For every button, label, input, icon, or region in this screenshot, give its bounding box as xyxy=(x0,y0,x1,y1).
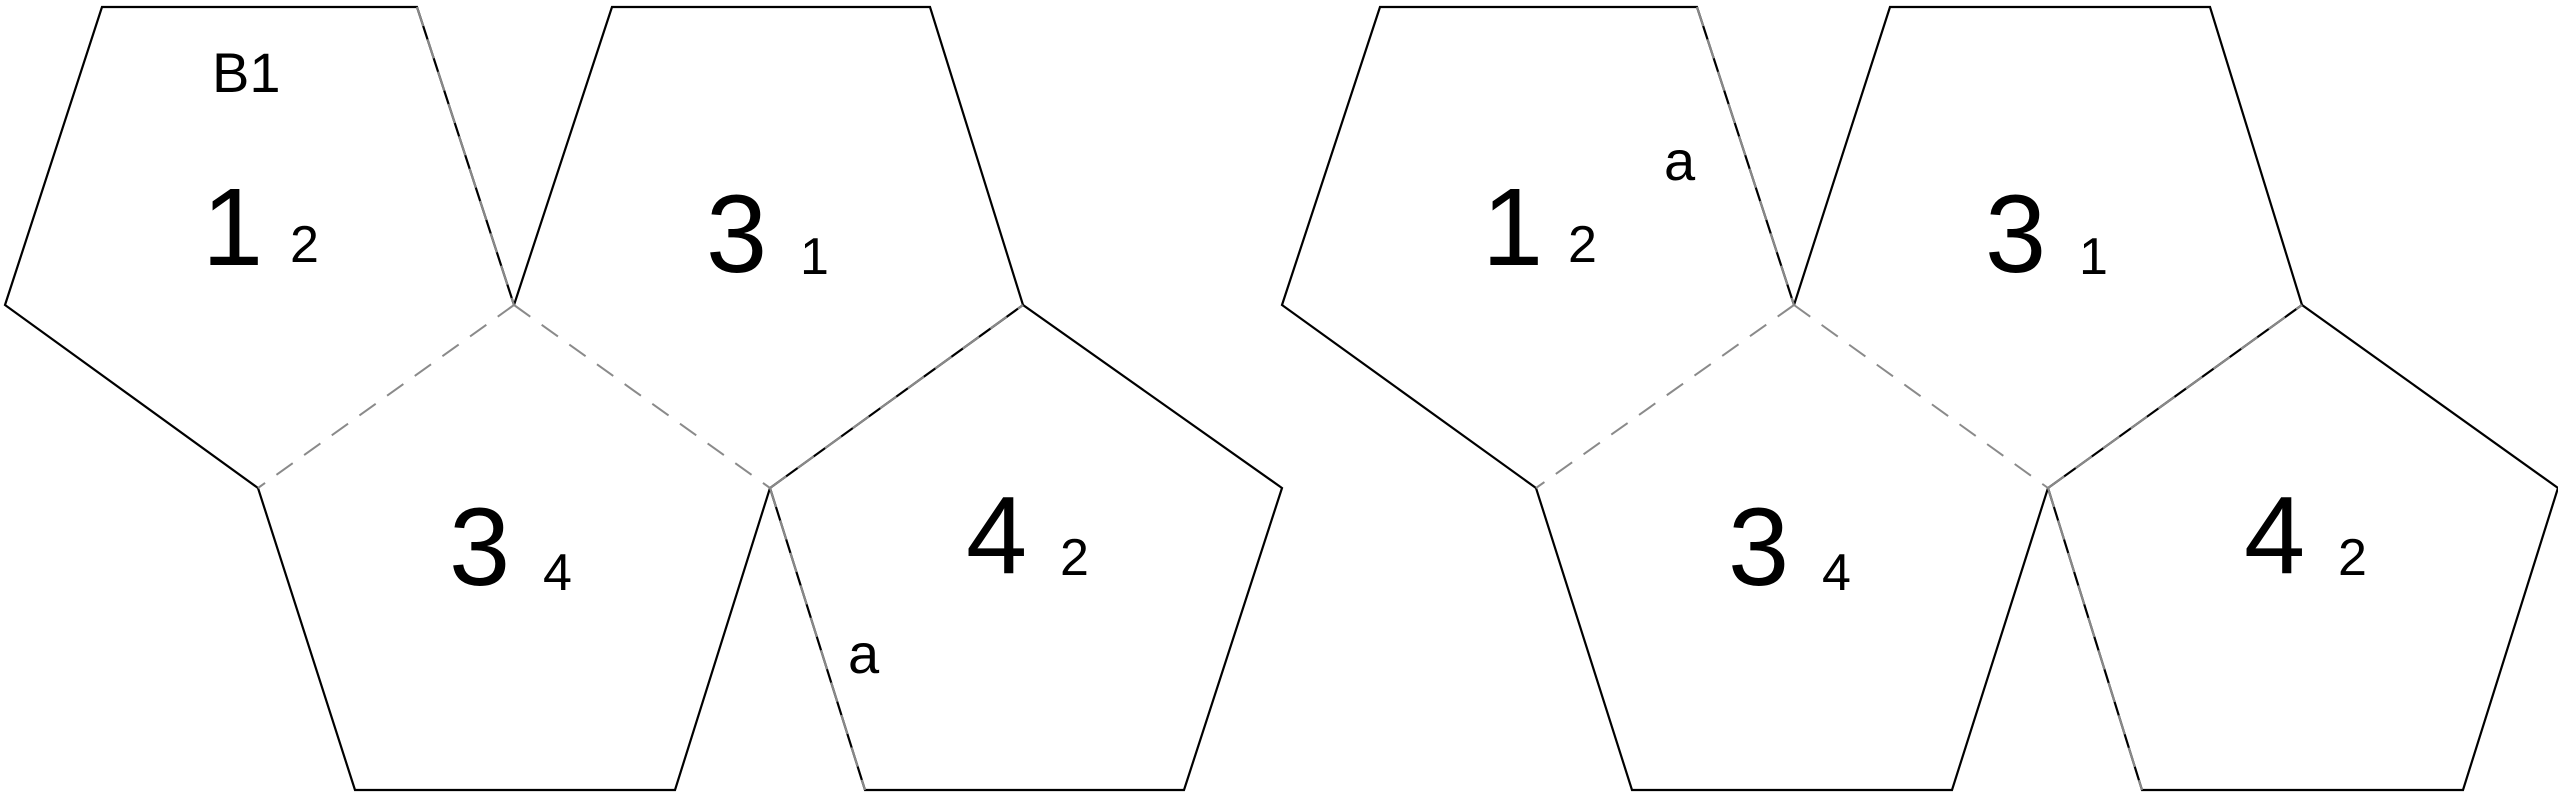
face-1-sub: 2 xyxy=(290,216,319,274)
face-3-main: 3 xyxy=(1728,486,1789,609)
face-1-main: 1 xyxy=(202,166,263,289)
net-left: B1 1 2 3 1 3 4 4 2 a xyxy=(3,5,1284,792)
face-2-main: 3 xyxy=(1985,173,2046,296)
net-right-outline xyxy=(1280,5,2558,792)
net-left-fold xyxy=(769,487,866,791)
face-4-main: 4 xyxy=(966,474,1027,597)
edge-marker: a xyxy=(1664,129,1696,192)
net-left-outline xyxy=(3,5,1284,792)
face-1-main: 1 xyxy=(1482,166,1543,289)
face-4-main: 4 xyxy=(2244,474,2305,597)
net-right-fold xyxy=(1696,6,1795,306)
net-left-outline-right xyxy=(512,5,1025,306)
face-4-sub: 2 xyxy=(2338,529,2367,587)
net-right-fold xyxy=(2047,487,2143,791)
face-2-main: 3 xyxy=(706,173,767,296)
net-left-fold xyxy=(416,6,515,306)
net-right: 1 2 a 3 1 3 4 4 2 xyxy=(1280,5,2558,792)
face-2-sub: 1 xyxy=(800,228,829,286)
edge-marker: a xyxy=(848,622,880,685)
net-right-fold xyxy=(1793,304,2049,489)
face-3-sub: 4 xyxy=(1822,544,1851,602)
net-left-fold xyxy=(257,304,515,489)
face-4-sub: 2 xyxy=(1060,529,1089,587)
face-2-sub: 1 xyxy=(2079,228,2108,286)
net-left-fold xyxy=(769,304,1024,489)
net-right-fold xyxy=(1535,304,1795,489)
net-right-outline-right xyxy=(1792,5,2304,306)
net-left-fold xyxy=(513,304,771,489)
net-right-fold xyxy=(2047,304,2303,489)
face-3-sub: 4 xyxy=(543,544,572,602)
face-3-main: 3 xyxy=(449,486,510,609)
figure-label: B1 xyxy=(212,41,281,104)
face-1-sub: 2 xyxy=(1568,216,1597,274)
